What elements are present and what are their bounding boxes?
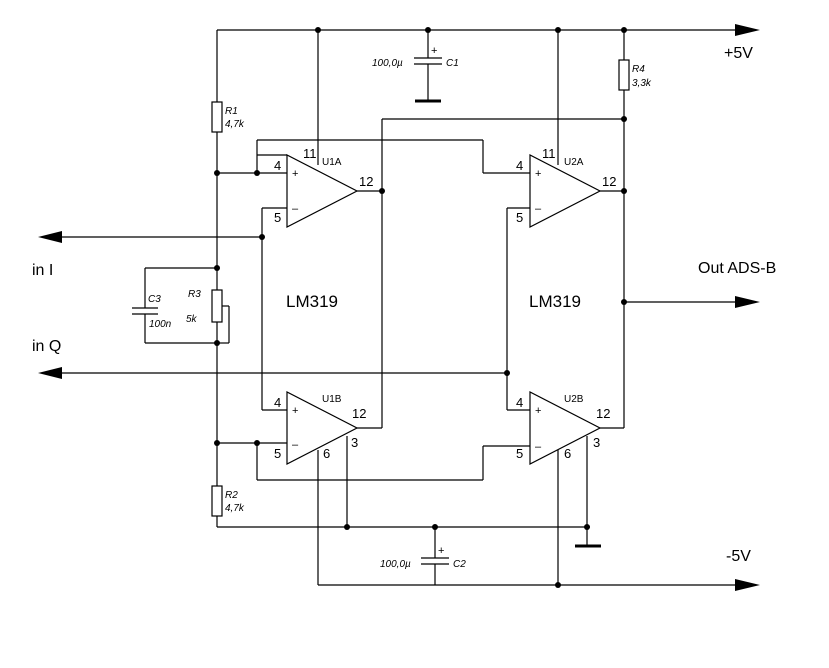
minus5v-rail: [318, 579, 760, 591]
c3-name: C3: [148, 294, 161, 305]
u2a-pin5: 5: [516, 210, 523, 225]
in-i-label: in I: [32, 262, 53, 279]
left-chip-label: LM319: [286, 292, 338, 311]
in-q-arrow: [38, 367, 507, 379]
u1a-label: U1A: [322, 157, 342, 168]
r3-potentiometer: [211, 268, 230, 344]
comparator-u1b: [256, 391, 382, 585]
junction-dots: [214, 27, 627, 588]
comparator-u2a: [483, 30, 624, 228]
u1a-plus-sign: +: [292, 168, 298, 180]
c2-value: 100,0µ: [380, 559, 411, 570]
r2-resistor: [211, 485, 223, 517]
u1a-pin12: 12: [359, 174, 373, 189]
u1b-pin12: 12: [352, 406, 366, 421]
u2a-plus-sign: +: [535, 168, 541, 180]
u2b-label: U2B: [564, 394, 584, 405]
c2-capacitor: [421, 527, 449, 585]
u2a-pin11: 11: [542, 146, 556, 161]
u2b-pin3: 3: [593, 435, 600, 450]
plus5v-rail: [217, 24, 760, 36]
r4-resistor: [618, 30, 630, 428]
u1a-pin5: 5: [274, 210, 281, 225]
r4-value: 3,3k: [632, 78, 652, 89]
u2b-pin4: 4: [516, 395, 523, 410]
c1-capacitor: [414, 30, 442, 103]
in-q-label: in Q: [32, 338, 61, 355]
r3-name: R3: [188, 289, 201, 300]
out-label: Out ADS-B: [698, 260, 776, 277]
u1b-label: U1B: [322, 394, 342, 405]
u1b-minus-sign: –: [292, 439, 299, 451]
u1b-pin6: 6: [323, 446, 330, 461]
r2-value: 4,7k: [225, 503, 245, 514]
right-chip-label: LM319: [529, 292, 581, 311]
u2a-label: U2A: [564, 157, 584, 168]
comparator-u1a: [256, 30, 382, 228]
r1-name: R1: [225, 106, 238, 117]
u2b-pin12: 12: [596, 406, 610, 421]
plus5v-label: +5V: [724, 45, 753, 62]
u2b-minus-sign: –: [535, 441, 542, 453]
u1a-minus-sign: –: [292, 203, 299, 215]
u1b-pin4: 4: [274, 395, 281, 410]
r1-value: 4,7k: [225, 119, 245, 130]
u1a-pin4: 4: [274, 158, 281, 173]
r3-value: 5k: [186, 314, 198, 325]
u2b-pin6: 6: [564, 446, 571, 461]
r2-name: R2: [225, 490, 238, 501]
u1b-plus-sign: +: [292, 405, 298, 417]
c3-value: 100n: [149, 319, 172, 330]
c1-name: C1: [446, 58, 459, 69]
u2b-pin5: 5: [516, 446, 523, 461]
u2a-pin4: 4: [516, 158, 523, 173]
u1a-pin11: 11: [303, 146, 317, 161]
interconnect-wires: [256, 118, 624, 481]
r1-resistor: [211, 101, 223, 133]
u2a-minus-sign: –: [535, 203, 542, 215]
in-i-arrow: [38, 231, 262, 243]
u2b-plus-sign: +: [535, 405, 541, 417]
u1b-pin5: 5: [274, 446, 281, 461]
minus5v-label: -5V: [726, 548, 751, 565]
c3-capacitor: [132, 267, 217, 344]
c2-name: C2: [453, 559, 466, 570]
r4-name: R4: [632, 64, 645, 75]
c1-value: 100,0µ: [372, 58, 403, 69]
c1-polarity: +: [431, 45, 437, 57]
out-arrow: [624, 296, 760, 308]
u2a-pin12: 12: [602, 174, 616, 189]
c2-polarity: +: [438, 545, 444, 557]
u1b-pin3: 3: [351, 435, 358, 450]
